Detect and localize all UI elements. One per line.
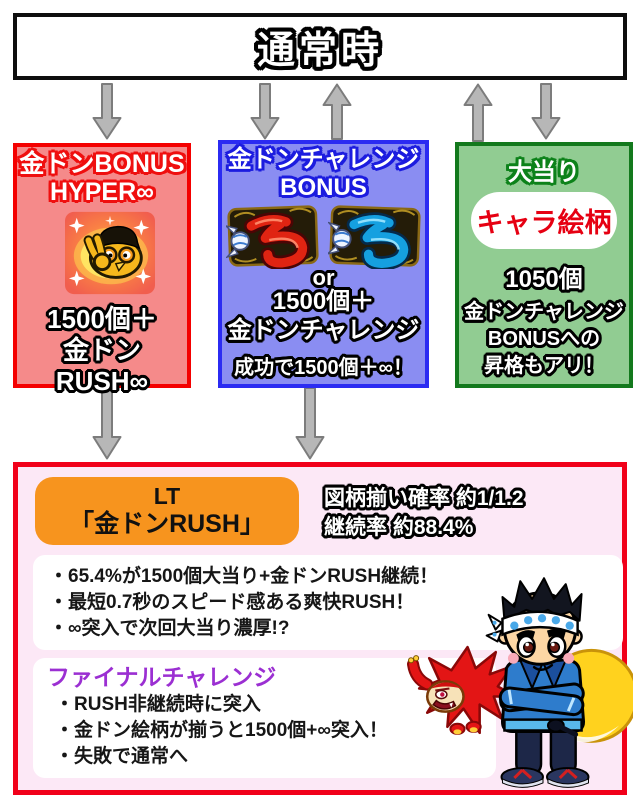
gold-don-character-illustration: [65, 211, 155, 295]
arrow-down-icon: [92, 83, 122, 140]
normal-mode-title: 通常時: [256, 30, 383, 72]
lt-stats: 図柄揃い確率 約1/1.2 継続率 約88.4%: [324, 484, 524, 542]
arrow-down-icon: [92, 389, 122, 460]
arrow-up-icon: [322, 83, 352, 140]
red-box-title: 金ドンBONUS HYPER∞: [19, 150, 185, 206]
lt-rush-section: LT 「金ドンRUSH」 図柄揃い確率 約1/1.2 継続率 約88.4% ・6…: [13, 462, 639, 795]
red-phoenix-character-illustration: [405, 644, 518, 740]
arrow-down-icon: [531, 83, 561, 140]
gold-don-bonus-hyper-box: 金ドンBONUS HYPER∞: [13, 143, 191, 396]
blue-don-emblem-icon: [327, 205, 421, 269]
don-emblems: [222, 203, 425, 269]
chara-pattern-label: キャラ絵柄: [476, 208, 612, 238]
payout-count: 1050個: [505, 266, 583, 293]
lt-rush-badge: LT 「金ドンRUSH」: [35, 477, 299, 545]
final-challenge-item: ・RUSH非継続時に突入: [55, 694, 261, 715]
feature-item: ・65.4%が1500個大当り+金ドンRUSH継続！: [49, 566, 439, 587]
final-challenge-title: ファイナルチャレンジ: [47, 664, 277, 690]
blue-happi-boy-character-illustration: [455, 573, 639, 797]
arrow-down-icon: [295, 387, 325, 460]
gold-don-challenge-bonus-box: 金ドンチャレンジ BONUS: [218, 140, 429, 388]
normal-mode-box: 通常時: [13, 13, 627, 80]
green-box-note: 金ドンチャレンジ BONUSへの 昇格もアリ！: [464, 301, 624, 377]
jackpot-box: 大当り キャラ絵柄 1050個 金ドンチャレンジ BONUSへの 昇格もアリ！: [455, 142, 633, 388]
continuation-line: 継続率 約88.4%: [324, 516, 474, 539]
final-challenge-item: ・失敗で通常へ: [55, 746, 189, 767]
arrow-down-icon: [250, 83, 280, 140]
chara-pattern-pill: キャラ絵柄: [471, 192, 617, 249]
blue-box-title: 金ドンチャレンジ BONUS: [227, 146, 420, 201]
feature-item: ・最短0.7秒のスピード感ある爽快RUSH！: [49, 592, 415, 613]
feature-item: ・∞突入で次回大当り濃厚!?: [49, 618, 290, 639]
odds-line: 図柄揃い確率 約1/1.2: [324, 487, 524, 510]
red-box-payout: 1500個＋ 金ドンRUSH∞: [47, 304, 157, 396]
arrow-up-icon: [463, 83, 493, 142]
final-challenge-item: ・金ドン絵柄が揃うと1500個+∞突入！: [55, 720, 388, 741]
blue-box-payout: 1500個＋ 金ドンチャレンジ: [227, 288, 420, 344]
blue-box-note: 成功で1500個＋∞！: [234, 357, 413, 379]
or-label: or: [312, 265, 335, 290]
green-box-title: 大当り: [508, 159, 580, 186]
red-don-emblem-icon: [225, 205, 319, 269]
